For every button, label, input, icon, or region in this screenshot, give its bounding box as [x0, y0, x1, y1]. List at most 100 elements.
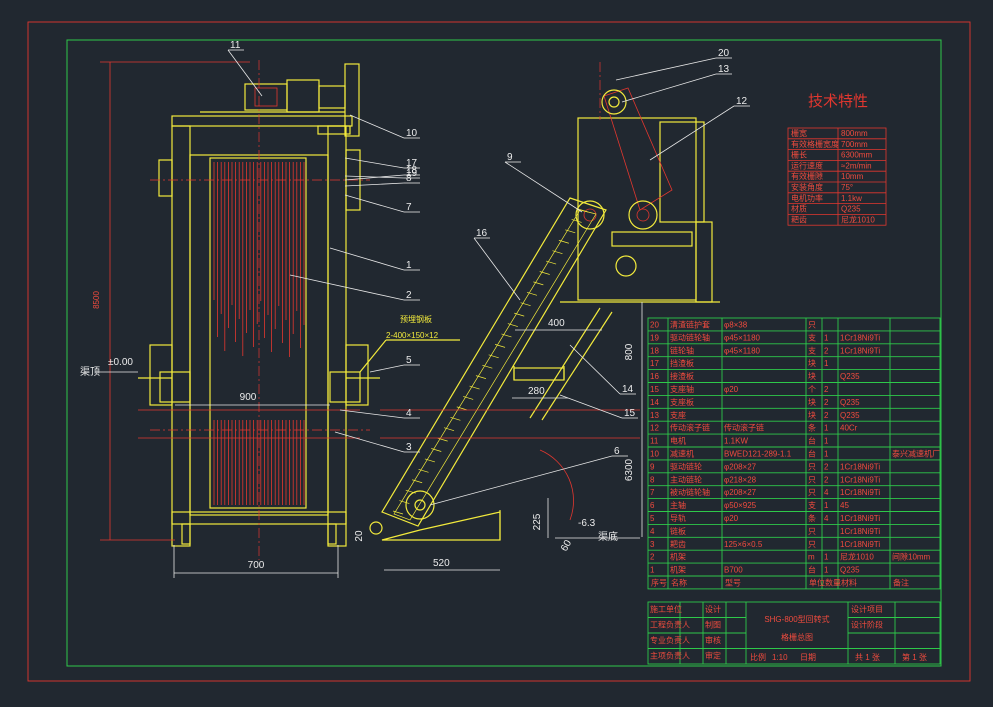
leader-line	[344, 175, 405, 179]
level-label: 渠顶	[80, 366, 100, 378]
dim-520: 520	[433, 558, 450, 569]
rake-tooth	[526, 291, 538, 296]
leader-line	[621, 73, 717, 103]
rake-tooth	[552, 250, 563, 254]
balloon-10: 10	[406, 128, 418, 139]
part-cell-no: 19	[650, 333, 659, 342]
part-cell-no: 3	[650, 540, 655, 549]
front-view	[138, 60, 380, 560]
sheet-total: 共 1 张	[855, 653, 880, 662]
balloon-11: 11	[230, 40, 241, 51]
part-cell-spec: φ45×1180	[724, 346, 761, 355]
part-cell-name: 驱动链轮	[670, 461, 702, 471]
part-cell-unit: 条	[808, 513, 816, 523]
sheet-number: 第 1 张	[902, 652, 927, 662]
part-cell-spec: 1.1KW	[724, 437, 748, 446]
tech-table-frame	[787, 127, 887, 226]
balloon-1: 1	[406, 260, 412, 271]
title-role-row: 审定	[705, 651, 721, 661]
part-cell-material: 1Cr18Ni9Ti	[840, 475, 880, 484]
part-cell-unit: 只	[808, 321, 816, 330]
dim-60: 60	[559, 538, 574, 554]
side-view	[369, 62, 720, 541]
tech-title: 技术特性	[808, 93, 868, 110]
part-cell-no: 2	[650, 553, 655, 562]
tech-spec-label: 电机功率	[791, 193, 823, 203]
dim-20: 20	[354, 530, 365, 542]
leader-line	[569, 344, 621, 395]
part-cell-name: 挡渣板	[670, 358, 694, 368]
balloon-17: 17	[406, 158, 418, 169]
rake-tooth	[577, 208, 589, 213]
tech-spec-value: 800mm	[841, 129, 868, 138]
rake-tooth	[482, 364, 493, 369]
drawing-title-line2: 格栅总图	[781, 632, 813, 642]
rake-tooth	[475, 375, 487, 379]
dim-700: 700	[248, 560, 265, 571]
part-cell-unit: 块	[808, 371, 816, 381]
part-cell-qty: 2	[824, 385, 829, 394]
leader-line	[344, 174, 405, 181]
balloon-2: 2	[406, 290, 412, 301]
part-cell-name: 接渣板	[670, 371, 694, 381]
tech-spec-value: 700mm	[841, 140, 868, 149]
part-cell-no: 16	[650, 372, 659, 381]
part-cell-qty: 1	[824, 450, 829, 459]
title-right-row: 设计阶段	[851, 620, 883, 630]
title-left-row: 施工单位	[650, 604, 682, 614]
part-cell-remark: 泰兴减速机厂	[892, 449, 940, 459]
tech-spec-value: 6300mm	[841, 151, 872, 160]
title-left-row: 主项负责人	[650, 651, 690, 661]
leader-line	[649, 105, 735, 161]
rake-tooth	[443, 427, 455, 432]
part-cell-material: 1Cr18Ni9Ti	[840, 540, 880, 549]
balloon-16: 16	[476, 228, 488, 239]
balloon-13: 13	[718, 64, 730, 75]
part-cell-material: 1Cr18Ni9Ti	[840, 346, 880, 355]
part-cell-spec: φ208×27	[724, 462, 757, 471]
rake-tooth	[424, 458, 435, 463]
rake-tooth	[437, 437, 448, 442]
dim-400: 400	[548, 318, 565, 329]
part-cell-material: 1Cr18Ni9Ti	[840, 527, 880, 536]
part-cell-no: 13	[650, 411, 659, 420]
part-cell-no: 1	[650, 566, 655, 575]
leader-line	[473, 237, 521, 301]
title-left-row: 专业负责人	[650, 635, 690, 645]
rake-tooth	[412, 479, 423, 484]
part-cell-unit: 只	[808, 488, 816, 497]
scale-label: 比例	[750, 652, 766, 662]
balloon-7: 7	[406, 202, 412, 213]
part-cell-name: 耙齿	[670, 540, 686, 549]
part-cell-name: 机架	[670, 552, 686, 562]
leader-line	[349, 114, 405, 139]
part-cell-unit: 支	[808, 332, 816, 342]
part-cell-no: 5	[650, 514, 655, 523]
rake-tooth	[546, 260, 557, 265]
balloon-20: 20	[718, 48, 730, 59]
leader-line	[339, 409, 405, 419]
dim-8500: 8500	[92, 291, 101, 309]
leader-line	[615, 57, 717, 81]
part-cell-qty: 1	[824, 333, 829, 342]
part-cell-material: Q235	[840, 372, 860, 381]
part-cell-no: 6	[650, 501, 655, 510]
balloon-6: 6	[614, 446, 620, 457]
balloon-8: 8	[406, 173, 412, 184]
part-cell-unit: 块	[808, 358, 816, 368]
leader-line	[334, 431, 405, 453]
part-cell-spec: φ45×1180	[724, 333, 761, 342]
parts-header-material: 材料	[841, 578, 857, 588]
part-cell-qty: 2	[824, 475, 829, 484]
balloon-18: 18	[406, 165, 418, 176]
balloon-4: 4	[406, 408, 412, 419]
leader-line	[429, 455, 613, 506]
part-cell-no: 15	[650, 385, 659, 394]
leader-line	[227, 49, 263, 97]
date-label: 日期	[800, 653, 816, 662]
part-cell-qty: 2	[824, 346, 829, 355]
rake-tooth	[418, 469, 429, 473]
tech-spec-label: 运行速度	[791, 160, 823, 170]
leader-line	[344, 194, 405, 213]
